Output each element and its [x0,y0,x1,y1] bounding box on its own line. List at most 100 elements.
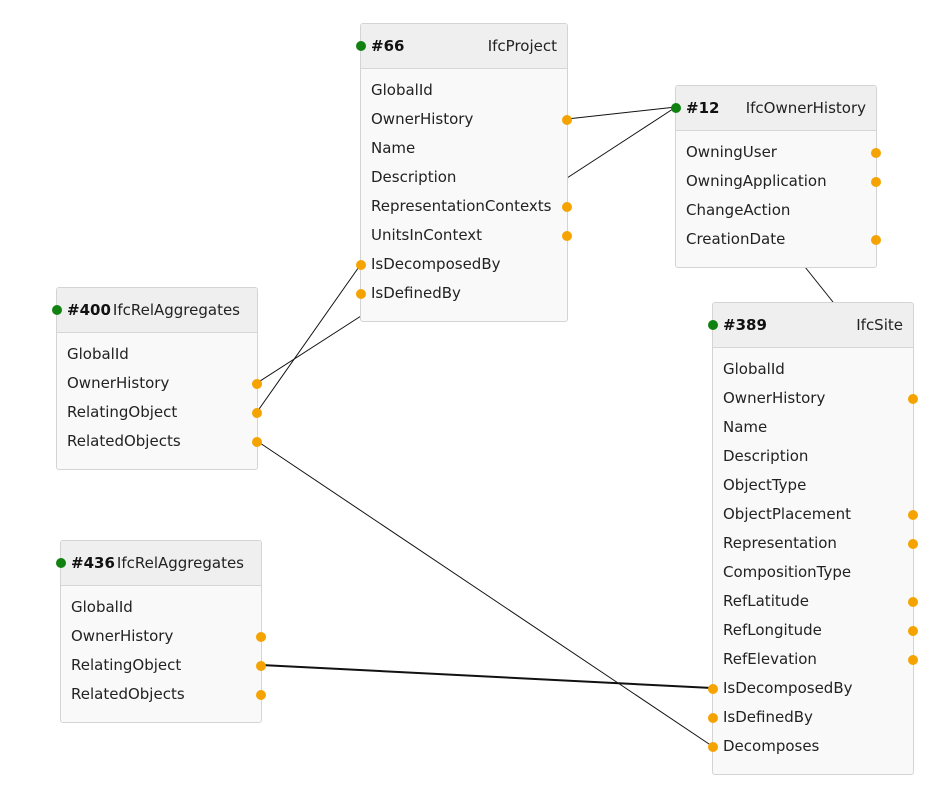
attr-row: Name [361,134,567,163]
output-port[interactable] [256,660,266,671]
attr-label: Description [371,168,457,186]
output-port[interactable] [908,625,918,636]
output-port[interactable] [256,631,266,642]
attr-label: ChangeAction [686,201,791,219]
attr-label: GlobalId [71,598,133,616]
attr-label: IsDecomposedBy [371,255,501,273]
header-input-port[interactable] [356,41,366,51]
wire-66-ownerhistory-to-12 [566,106,677,120]
header-input-port[interactable] [56,558,66,568]
attr-row: Representation [713,529,918,558]
attr-row: CreationDate [676,225,881,254]
node-ifcsite[interactable]: #389 IfcSite GlobalId OwnerHistory Name … [708,302,918,775]
attr-label: ObjectPlacement [723,505,851,523]
attr-row: GlobalId [61,593,261,622]
node-id: #389 [723,316,767,334]
node-header[interactable]: #436 IfcRelAggregates [56,541,261,586]
attr-row: Description [713,442,913,471]
node-type: IfcProject [487,37,557,55]
input-port[interactable] [708,712,718,723]
node-ifcproject[interactable]: #66 IfcProject GlobalId OwnerHistory Nam… [356,23,572,322]
attr-row: RefLatitude [713,587,918,616]
attr-label: OwningApplication [686,172,827,190]
attr-row: RelatingObject [61,651,266,680]
output-port[interactable] [562,114,572,125]
output-port[interactable] [908,596,918,607]
header-input-port[interactable] [708,320,718,330]
node-ifcrelaggregates-436[interactable]: #436 IfcRelAggregates GlobalId OwnerHist… [56,540,266,723]
header-input-port[interactable] [52,305,62,315]
attr-row: RepresentationContexts [361,192,572,221]
attr-row: ChangeAction [676,196,876,225]
wire-66-description-to-12 [566,106,677,179]
attr-label: RefLatitude [723,592,809,610]
attr-row: GlobalId [361,76,567,105]
output-port[interactable] [252,407,262,418]
attr-label: RelatingObject [71,656,182,674]
attr-row: ObjectType [713,471,913,500]
attr-label: IsDefinedBy [723,708,813,726]
node-id: #400 [67,301,111,319]
attr-row: OwnerHistory [713,384,918,413]
attr-label: IsDecomposedBy [723,679,853,697]
attr-label: IsDefinedBy [371,284,461,302]
attr-label: OwnerHistory [67,374,170,392]
attr-label: Name [371,139,416,157]
node-header[interactable]: #12 IfcOwnerHistory [671,86,876,131]
output-port[interactable] [908,509,918,520]
output-port[interactable] [562,201,572,212]
input-port[interactable] [356,259,366,270]
attr-row: OwnerHistory [61,622,266,651]
node-header[interactable]: #66 IfcProject [356,24,567,69]
attr-label: OwnerHistory [371,110,474,128]
input-port[interactable] [708,683,718,694]
attr-label: ObjectType [723,476,807,494]
output-port[interactable] [908,393,918,404]
node-header[interactable]: #389 IfcSite [708,303,913,348]
attr-label: OwningUser [686,143,777,161]
attr-label: Decomposes [723,737,820,755]
wire-400-relatingobject-to-66-isdecomposedby [256,263,362,413]
attr-label: RefElevation [723,650,817,668]
output-port[interactable] [871,176,881,187]
attr-label: CreationDate [686,230,786,248]
input-port[interactable] [708,741,718,752]
attr-row: IsDecomposedBy [356,250,567,279]
output-port[interactable] [871,234,881,245]
attr-row: Decomposes [708,732,913,761]
attr-row: IsDefinedBy [356,279,567,308]
attr-label: RefLongitude [723,621,822,639]
attr-label: GlobalId [723,360,785,378]
output-port[interactable] [256,689,266,700]
attr-label: CompositionType [723,563,852,581]
attr-label: RelatedObjects [67,432,181,450]
attr-row: Description [361,163,567,192]
input-port[interactable] [356,288,366,299]
wire-436-relatingobject-to-389-isdecomposedby [260,664,713,689]
output-port[interactable] [252,436,262,447]
node-ifcrelaggregates-400[interactable]: #400 IfcRelAggregates GlobalId OwnerHist… [52,287,262,470]
header-input-port[interactable] [671,103,681,113]
output-port[interactable] [871,147,881,158]
node-ifcownerhistory[interactable]: #12 IfcOwnerHistory OwningUser OwningApp… [671,85,881,268]
output-port[interactable] [562,230,572,241]
attr-label: RelatingObject [67,403,178,421]
attr-row: RelatedObjects [61,680,266,709]
output-port[interactable] [908,538,918,549]
attr-label: OwnerHistory [71,627,174,645]
output-port[interactable] [252,378,262,389]
node-type: IfcOwnerHistory [745,99,866,117]
attr-row: CompositionType [713,558,913,587]
output-port[interactable] [908,654,918,665]
node-header[interactable]: #400 IfcRelAggregates [52,288,257,333]
wire-400-ownerhistory-to-66 [256,315,362,384]
attr-row: GlobalId [57,340,257,369]
attr-label: RelatedObjects [71,685,185,703]
attr-row: RefLongitude [713,616,918,645]
attr-row: ObjectPlacement [713,500,918,529]
node-type: IfcRelAggregates [116,554,244,572]
attr-row: RelatingObject [57,398,262,427]
attr-row: IsDecomposedBy [708,674,913,703]
node-id: #12 [686,99,720,117]
